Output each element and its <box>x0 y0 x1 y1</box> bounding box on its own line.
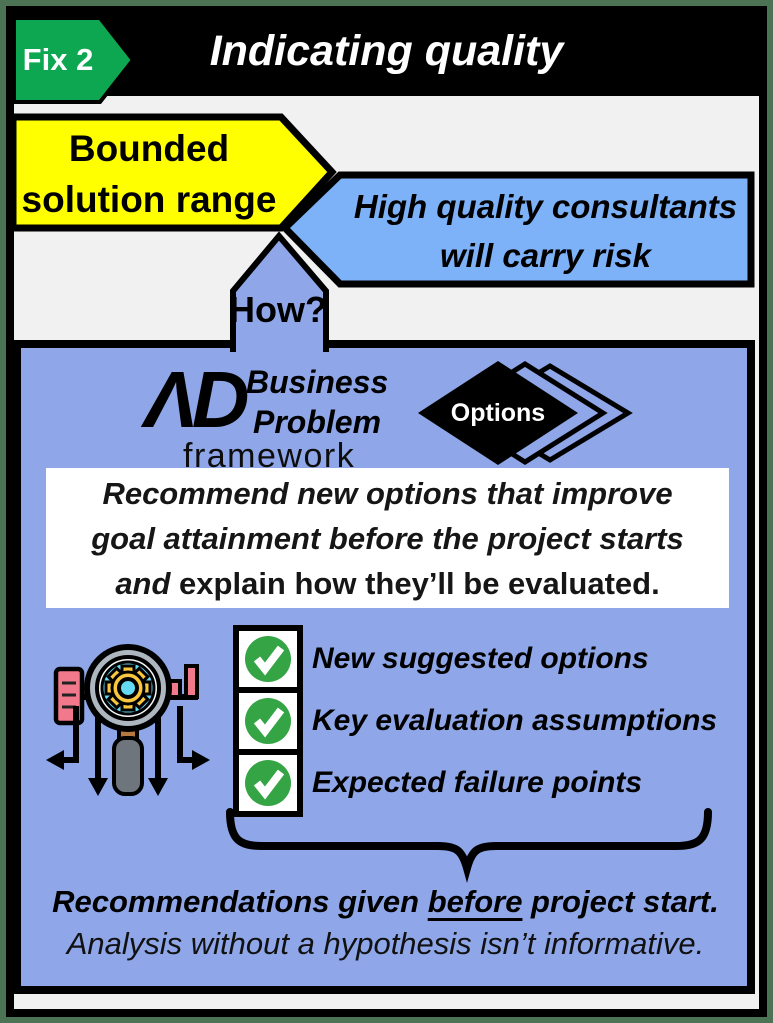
bounded-solution-arrow: Bounded solution range <box>13 119 285 228</box>
footer-line1-underlined: before <box>427 884 523 919</box>
options-diamond-icon <box>418 361 633 465</box>
analysis-magnifier-icon <box>46 644 210 796</box>
recommendation-line3-italic: and <box>115 565 171 601</box>
checklist-item: New suggested options <box>312 642 649 675</box>
recommendation-line3-rest: explain how they’ll be evaluated. <box>170 565 660 601</box>
framework-name-line2: Problem <box>253 404 382 440</box>
checklist-boxes <box>233 625 303 817</box>
header-bar <box>14 14 759 96</box>
check-icon <box>245 636 291 682</box>
check-icon <box>245 760 291 806</box>
footer-line2: Analysis without a hypothesis isn’t info… <box>66 926 705 961</box>
bounded-arrow-shape <box>9 113 337 232</box>
recommendation-line3: and explain how they’ll be evaluated. <box>115 561 659 606</box>
risk-line2: will carry risk <box>440 236 651 274</box>
brace-icon <box>226 808 712 883</box>
footer-line1-suffix: project start. <box>522 884 719 919</box>
page-title: Indicating quality <box>209 26 564 75</box>
check-icon <box>245 698 291 744</box>
checklist-item: Key evaluation assumptions <box>312 704 718 737</box>
framework-logo: ΛD <box>144 355 249 444</box>
checklist-item: Expected failure points <box>312 766 643 799</box>
risk-banner: High quality consultants will carry risk <box>340 179 751 282</box>
bounded-line1: Bounded <box>68 127 230 169</box>
bounded-line2: solution range <box>21 178 277 220</box>
risk-banner-shape <box>280 171 755 288</box>
fix-badge-shape <box>12 16 136 104</box>
framework-name-line1: Business <box>246 364 389 400</box>
fix-badge-label: Fix 2 <box>22 42 94 77</box>
risk-line1: High quality consultants <box>353 187 738 225</box>
how-arrow-shape <box>230 231 329 352</box>
how-label: How? <box>229 289 327 330</box>
recommendation-line2: goal attainment before the project start… <box>91 520 684 556</box>
recommendation-box: Recommend new options that improve goal … <box>46 468 729 608</box>
gear-icon <box>104 664 152 712</box>
footer-line1: Recommendations given before project sta… <box>15 884 756 920</box>
options-label: Options <box>450 398 546 427</box>
recommendation-line1: Recommend new options that improve <box>102 475 673 511</box>
footer-line1-prefix: Recommendations given <box>52 884 428 919</box>
